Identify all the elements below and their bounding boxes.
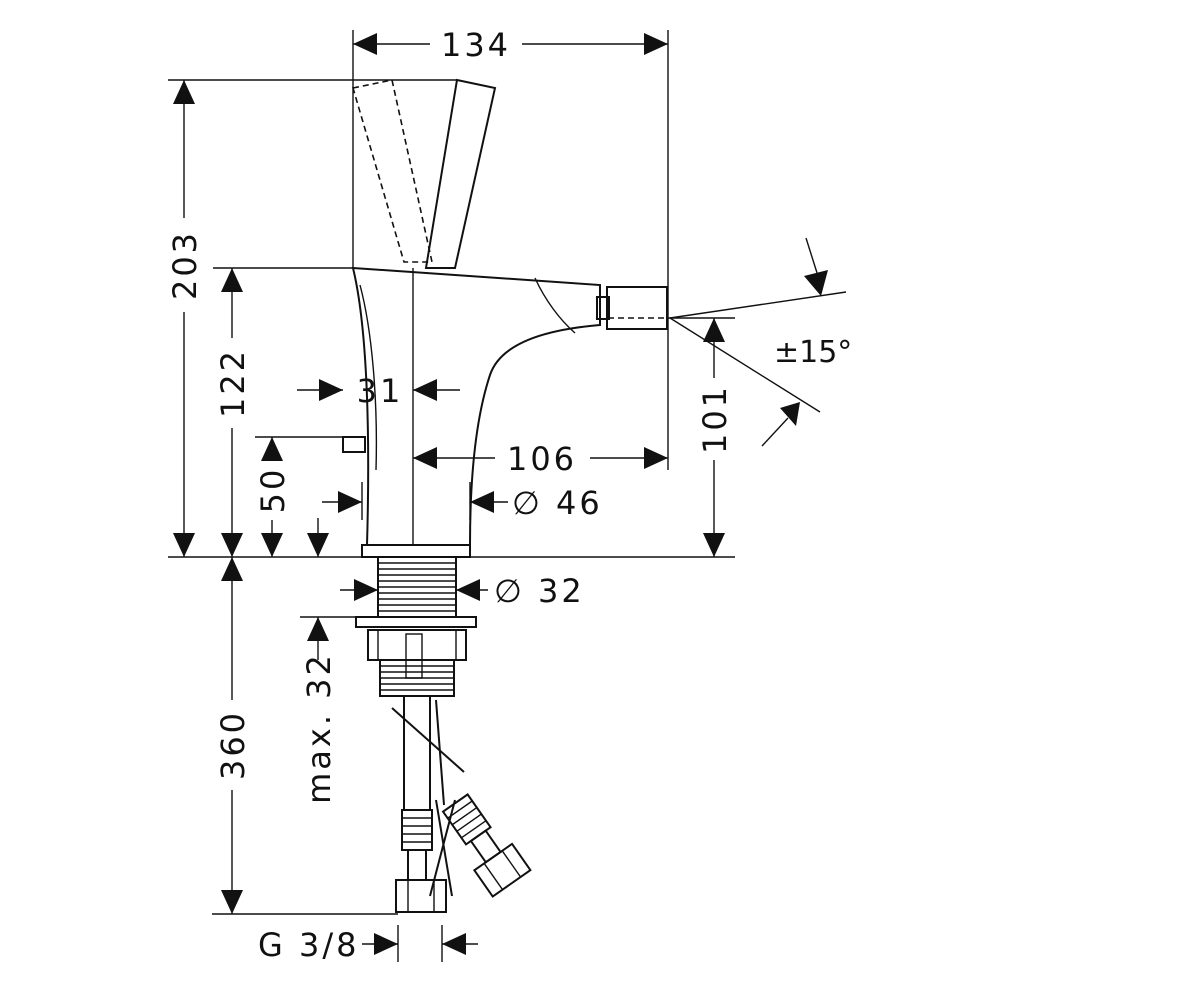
dim-height-total: 203 xyxy=(166,230,204,300)
body-shade xyxy=(359,284,378,471)
dim-height-body: 122 xyxy=(214,348,252,418)
dim-connection: G 3/8 xyxy=(258,926,359,964)
popup-rod xyxy=(342,436,366,453)
faucet-body xyxy=(342,78,668,558)
body-curve xyxy=(534,277,576,334)
mounting-assembly xyxy=(355,556,477,697)
dimension-lines xyxy=(173,33,828,955)
dim-max-thickness: max. 32 xyxy=(300,652,338,804)
dim-body-diameter: ∅ 46 xyxy=(512,484,603,522)
hose-fitting-right xyxy=(441,793,532,898)
dim-swivel-angle: ±15° xyxy=(774,335,852,370)
lever-handle xyxy=(424,78,497,269)
dim-spout-reach: 106 xyxy=(507,440,577,478)
dim-spout-width: 31 xyxy=(357,372,404,410)
body-outline xyxy=(351,266,601,546)
extension-lines xyxy=(168,30,847,962)
dim-width-top: 134 xyxy=(441,26,511,64)
base-ring xyxy=(361,544,471,558)
spout-nozzle xyxy=(606,286,668,330)
dimension-labels: 134 203 122 50 31 106 101 ∅ 46 ∅ 32 max.… xyxy=(166,26,852,964)
dim-spout-height: 101 xyxy=(696,384,734,454)
dim-hose-length: 360 xyxy=(214,710,252,780)
hose-fitting-left xyxy=(401,809,433,851)
supply-hoses xyxy=(391,696,532,913)
dim-shank-diameter: ∅ 32 xyxy=(494,572,585,610)
lever-alt-position xyxy=(351,79,433,263)
dim-popup-height: 50 xyxy=(254,467,292,514)
washer-plate xyxy=(355,616,477,628)
nozzle-joint xyxy=(596,296,610,320)
hose-nut-left xyxy=(395,879,447,913)
mounting-nut xyxy=(367,629,467,661)
